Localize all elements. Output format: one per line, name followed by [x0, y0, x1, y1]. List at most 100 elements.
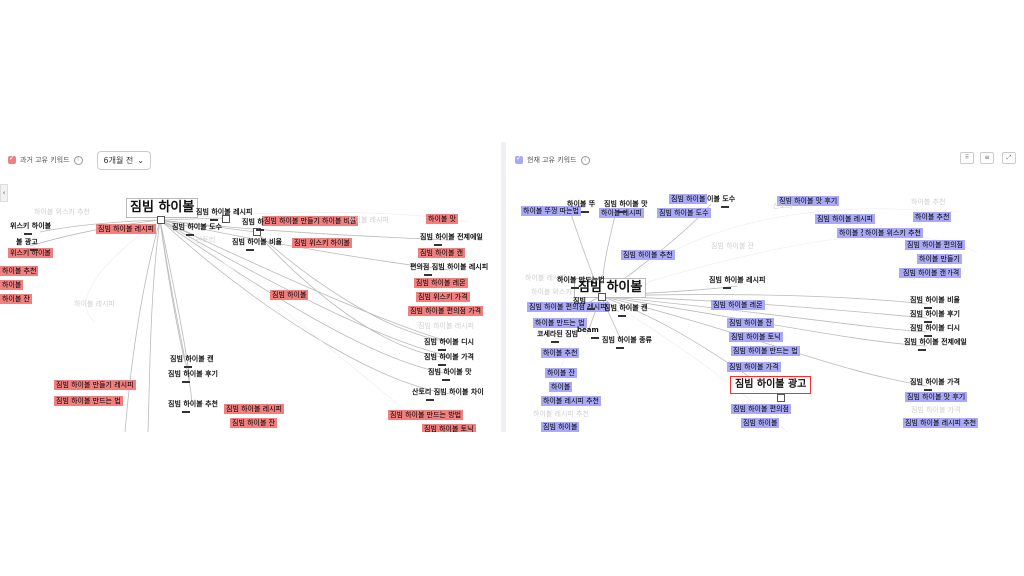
panel-divider[interactable]: [501, 142, 506, 432]
chevron-down-icon: ⌄: [137, 155, 144, 165]
keyword-node[interactable]: 짐빔 하이볼 종류: [602, 336, 652, 344]
current-bg-node[interactable]: 짐빔 하이볼: [741, 418, 780, 429]
current-bg-node[interactable]: 짐빔 하이볼 편의점: [731, 404, 791, 415]
keyword-node[interactable]: 이볼 도수: [707, 195, 736, 203]
current-bg-node[interactable]: 하이볼 추천: [913, 212, 952, 223]
node-underline: [210, 219, 218, 221]
current-bg-node[interactable]: 하이볼 추천: [541, 348, 580, 359]
keyword-node[interactable]: 위스키 하이볼: [10, 222, 52, 230]
node-underline: [30, 249, 38, 251]
current-bg-node[interactable]: 짐빔 하이볼 편의점 레시피: [527, 302, 609, 313]
keyword-node[interactable]: 코세라된 짐빔: [537, 330, 579, 338]
current-bg-node[interactable]: 하이볼 레시피 추천: [541, 396, 601, 407]
current-bg-node[interactable]: 짐빔 하이볼 맛 후기: [905, 392, 968, 403]
current-bg-node[interactable]: 하이볼 레시피: [599, 208, 644, 219]
highlighted-keyword[interactable]: 짐빔 하이볼 광고: [730, 376, 812, 394]
past-bg-node[interactable]: 짐빔 위스키 가격: [416, 292, 470, 303]
node-underline: [721, 206, 729, 208]
past-bg-node[interactable]: 짐빔 위스키 하이볼: [292, 238, 352, 249]
current-bg-node[interactable]: 짐빔 하이볼 만드는 법: [731, 346, 800, 357]
current-bg-node[interactable]: 짐빔 하이볼 가격: [727, 362, 781, 373]
keyword-node[interactable]: 짐빔 하: [242, 218, 264, 226]
current-bg-node[interactable]: 짐빔 하이볼 토닉: [729, 332, 783, 343]
current-bg-node[interactable]: 하이볼 뚜껑 따는법: [521, 206, 581, 217]
past-bg-node[interactable]: 짐빔 하이볼 레시피: [96, 224, 156, 235]
current-bg-node[interactable]: 짐빔 하이볼 레시피 추천: [903, 418, 979, 429]
past-bg-node[interactable]: 하이볼 비율: [320, 216, 359, 227]
current-bg-node[interactable]: 짐빔 하이볼 편의점: [905, 240, 965, 251]
graph-view-icon[interactable]: ⠿: [960, 152, 974, 164]
keyword-node[interactable]: 짐빔 하이볼 레시피: [709, 276, 766, 284]
current-checkbox[interactable]: [515, 154, 523, 164]
past-bg-node[interactable]: 하이볼: [0, 280, 24, 291]
past-central-node[interactable]: 짐빔 하이볼: [126, 198, 199, 218]
past-bg-node[interactable]: 하이볼 잔: [0, 294, 32, 305]
past-bg-node[interactable]: 짐빔 하이볼 만드는 방법: [388, 410, 464, 421]
past-bg-node[interactable]: 짐빔 하이볼 편의점 가격: [408, 306, 484, 317]
keyword-node[interactable]: 짐빔 하이볼 캔: [170, 355, 214, 363]
collapse-tab[interactable]: ‹: [0, 184, 8, 202]
node-underline: [616, 347, 624, 349]
current-bg-node[interactable]: 하이볼 잔: [545, 368, 577, 379]
current-bg-node[interactable]: 짐빔 하이볼 맛 후기: [777, 196, 840, 207]
info-icon[interactable]: i: [580, 155, 590, 165]
current-bg-node[interactable]: 짐빔 하이볼 잔: [727, 318, 775, 329]
current-bg-node[interactable]: 짐빔 하이볼 레몬: [711, 300, 765, 311]
keyword-node[interactable]: 짐빔 하이볼 도수: [172, 223, 222, 231]
current-bg-node[interactable]: 하이볼 잔: [837, 228, 869, 239]
past-bg-node[interactable]: 짐빔 하이볼 토닉: [422, 424, 476, 432]
expand-icon[interactable]: ⤢: [1002, 152, 1016, 164]
keyword-node[interactable]: 짐빔 하이볼 디시: [910, 324, 960, 332]
current-bg-node[interactable]: 짐빔 하이볼: [541, 422, 580, 432]
current-bg-node[interactable]: 하이볼 만드는 법: [533, 318, 587, 329]
keyword-node[interactable]: 짐빔 하이볼 디시: [424, 338, 474, 346]
keyword-node[interactable]: 하이볼 만드는법: [557, 276, 605, 284]
past-bg-node[interactable]: 위스키 하이볼: [8, 248, 53, 259]
keyword-node[interactable]: 산토리 짐빔 하이볼 차이: [412, 388, 484, 396]
node-underline: [434, 244, 442, 246]
current-bg-node[interactable]: 하이볼 위스키 추천: [863, 228, 923, 239]
keyword-node[interactable]: 하이볼 뚜: [567, 200, 596, 208]
past-bg-node[interactable]: 짐빔 하이볼 만드는 법: [54, 396, 123, 407]
keyword-node[interactable]: 짐빔 하이볼 가격: [910, 378, 960, 386]
keyword-node[interactable]: 짐빔 하이볼 레시피: [196, 208, 253, 216]
keyword-node[interactable]: 짐빔 하이볼 맛: [428, 368, 472, 376]
past-bg-node[interactable]: 짐빔 하이볼: [270, 290, 309, 301]
keyword-node[interactable]: beam: [577, 326, 599, 334]
keyword-node[interactable]: 짐빔: [573, 297, 586, 305]
keyword-node[interactable]: 짐빔 하이볼 전제에일: [420, 233, 483, 241]
current-bg-node[interactable]: 짐빔 하이볼 추천: [621, 250, 675, 261]
past-bg-node[interactable]: 하이볼 맛: [426, 214, 458, 225]
keyword-node[interactable]: 짐빔 하이볼 비율: [232, 238, 282, 246]
list-view-icon[interactable]: ≡: [980, 152, 994, 164]
node-underline: [618, 315, 626, 317]
past-bg-node[interactable]: 짐빔 하이볼 잔: [230, 418, 278, 429]
keyword-node[interactable]: 짐빔 하이볼 전제에일: [904, 338, 967, 346]
node-underline: [924, 321, 932, 323]
current-bg-node[interactable]: 하이볼: [549, 382, 573, 393]
keyword-node[interactable]: 짐빔 하이볼 비율: [910, 296, 960, 304]
keyword-node[interactable]: 짐빔 하이볼 가격: [424, 353, 474, 361]
current-bg-node[interactable]: 짐빔 하이볼: [669, 194, 708, 205]
keyword-node[interactable]: 편의점 짐빔 하이볼 레시피: [410, 263, 489, 271]
period-dropdown[interactable]: 6개월 전 ⌄: [96, 150, 151, 170]
current-bg-node[interactable]: 짐빔 하이볼 레시피: [815, 214, 875, 225]
current-bg-node[interactable]: 짐빔 하이볼 캔: [901, 268, 949, 279]
past-checkbox[interactable]: [8, 154, 16, 164]
keyword-node[interactable]: 짐빔 하이볼 후기: [910, 310, 960, 318]
current-central-node[interactable]: 짐빔 하이볼: [574, 278, 647, 298]
past-bg-node[interactable]: 짐빔 하이볼 캔: [418, 248, 466, 259]
keyword-node[interactable]: 짐빔 하이볼 맛: [604, 200, 648, 208]
current-bg-node[interactable]: 짐빔 하이볼 도수: [657, 208, 711, 219]
past-bg-node[interactable]: 짐빔 하이볼 만들기: [262, 216, 322, 227]
past-bg-node[interactable]: 짐빔 하이볼 만들기 레시피: [54, 380, 136, 391]
keyword-node[interactable]: 짐빔 하이볼 캔: [604, 304, 648, 312]
info-icon[interactable]: i: [73, 155, 83, 165]
past-bg-node[interactable]: 하이볼 추천: [0, 266, 39, 277]
keyword-node[interactable]: 짐빔 하이볼 후기: [168, 370, 218, 378]
past-bg-node[interactable]: 짐빔 하이볼 레시피: [224, 404, 284, 415]
keyword-node[interactable]: 짐빔 하이볼 추천: [168, 400, 218, 408]
keyword-node[interactable]: 볼 광고: [16, 238, 38, 246]
past-bg-node[interactable]: 짐빔 하이볼 레몬: [414, 278, 468, 289]
current-bg-node[interactable]: 하이볼 만들기: [917, 254, 962, 265]
